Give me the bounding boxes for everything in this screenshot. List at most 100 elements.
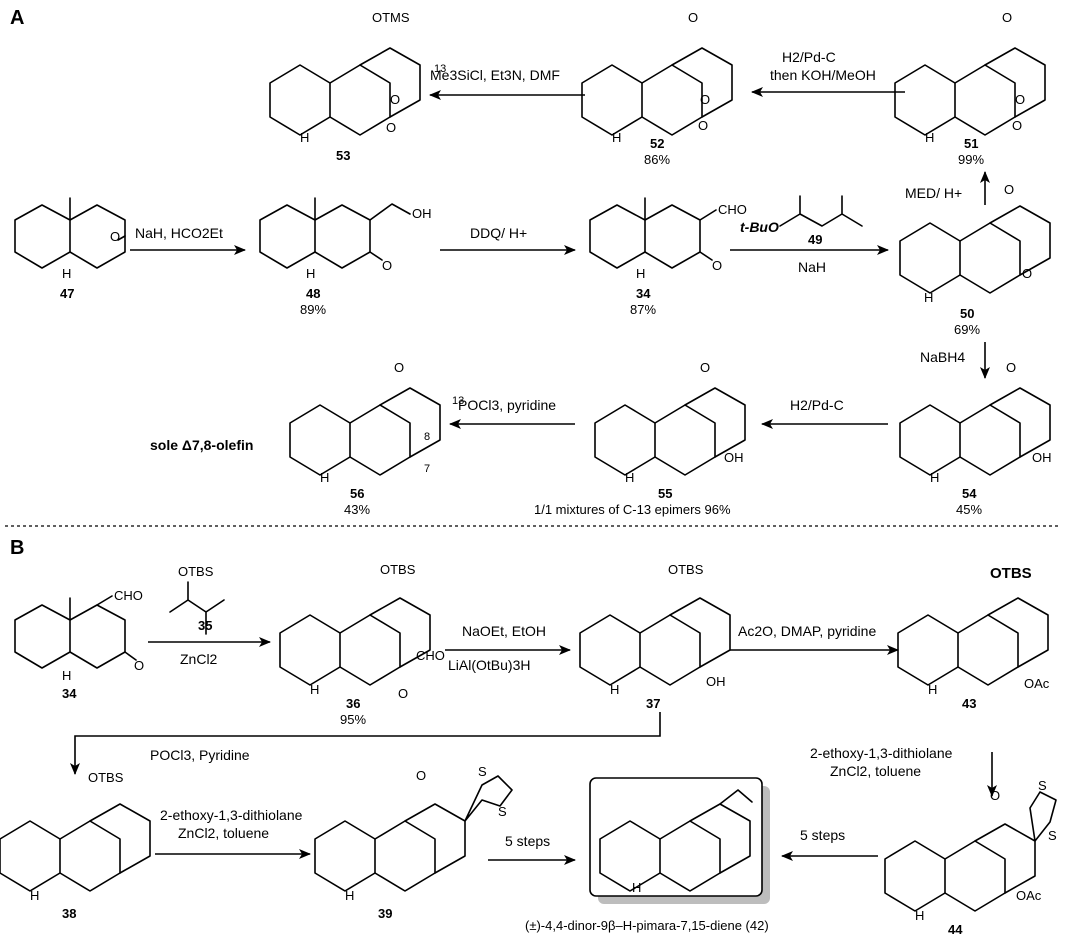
reagent-51-52-l1: H2/Pd-C [782,49,836,65]
atom-s2-44: S [1048,828,1057,843]
atom-h-34a: H [636,266,645,281]
atom-8-56: 8 [424,431,430,443]
atom-13-53: 13 [434,63,446,75]
compound-number-44: 44 [948,922,963,937]
atom-o-34b: O [134,658,144,673]
atom-cho-34a: CHO [718,202,747,217]
reagent-37-43: Ac2O, DMAP, pyridine [738,623,876,639]
reagent-36-37-l2: LiAl(OtBu)3H [448,657,530,673]
reagent-47-48: NaH, HCO2Et [135,225,223,241]
atom-h-56: H [320,470,329,485]
atom-o-52c: O [698,118,708,133]
atom-oh-55: OH [724,450,744,465]
compound-number-34-b: 34 [62,686,77,701]
atom-o-39: O [416,768,426,783]
compound-number-54: 54 [962,486,977,501]
compound-56: O 13 8 7 H 56 43% [289,360,464,517]
atom-13-56: 13 [452,395,464,407]
atom-h-42: H [632,880,641,895]
atom-o-53c: O [386,120,396,135]
reagent-49-number: 49 [808,232,822,247]
dithiolane-39 [464,775,513,822]
reagent-37-38: POCl3, Pyridine [150,747,250,763]
compound-54: O OH H 54 45% [899,360,1052,517]
compound-number-50: 50 [960,306,974,321]
compound-34-b: CHO O H 34 [14,588,144,701]
reagent-50-54: NaBH4 [920,349,965,365]
atom-otbs-43: OTBS [990,565,1032,582]
reagent-52-53: Me3SiCl, Et3N, DMF [430,67,560,83]
vinyl-42 [719,789,753,805]
atom-otbs-36: OTBS [380,562,416,577]
yield-50: 69% [954,322,980,337]
reagent-51-52-l2: then KOH/MeOH [770,67,876,83]
compound-number-36: 36 [346,696,360,711]
reagent-49-structure [779,195,863,227]
atom-h-34b: H [62,668,71,683]
reagent-49-tbuo: t-BuO [740,219,779,235]
panel-label-a: A [10,7,24,29]
compound-number-34-a: 34 [636,286,651,301]
compound-number-53: 53 [336,148,350,163]
atom-7-56: 7 [424,463,430,475]
compound-50: O O H 50 69% [899,182,1051,337]
reagent-34-50-base: NaH [798,259,826,275]
atom-oh-37: OH [706,674,726,689]
reagent-35-structure: OTBS 35 [169,564,225,635]
atom-h-47: H [62,266,71,281]
atom-o-51c: O [1012,118,1022,133]
compound-number-43: 43 [962,696,976,711]
compound-42-name: (±)-4,4-dinor-9β–H-pimara-7,15-diene (42… [525,918,769,933]
atom-o-54: O [1006,360,1016,375]
atom-h-38: H [30,888,39,903]
compound-34-a: CHO O H 34 87% [589,197,747,317]
atom-h-36: H [310,682,319,697]
atom-o-34a: O [712,258,722,273]
atom-o-44: O [990,788,1000,803]
atom-o-47: O [110,229,120,244]
yield-48: 89% [300,302,326,317]
compound-52: O O O H 52 86% [581,10,733,167]
reagent-43-44-l1: 2-ethoxy-1,3-dithiolane [810,745,953,761]
atom-o-52b: O [700,92,710,107]
atom-h-54: H [930,470,939,485]
atom-oh-48: OH [412,206,432,221]
compound-number-48: 48 [306,286,320,301]
atom-h-53: H [300,130,309,145]
compound-43: OTBS OAc H 43 [897,565,1050,711]
arrow-37-38 [70,712,661,775]
reagent-50-51: MED/ H+ [905,185,962,201]
atom-o-53b: O [390,92,400,107]
atom-h-52: H [612,130,621,145]
atom-cho-36: CHO [416,648,445,663]
yield-54: 45% [956,502,982,517]
panel-label-b: B [10,537,24,559]
compound-number-47: 47 [60,286,74,301]
reagent-34-36: ZnCl2 [180,651,218,667]
compound-55: O OH H 55 1/1 mixtures of C-13 epimers 9… [534,360,746,517]
reagent-38-39-l1: 2-ethoxy-1,3-dithiolane [160,807,303,823]
atom-o-55: O [700,360,710,375]
reagent-38-39-l2: ZnCl2, toluene [178,825,269,841]
atom-h-50: H [924,290,933,305]
atom-oac-44: OAc [1016,888,1042,903]
compound-39: O S S H 39 [314,764,513,921]
compound-47: O H 47 [14,197,126,301]
reagent-48-34: DDQ/ H+ [470,225,527,241]
reagent-39-42: 5 steps [505,833,550,849]
dithiolane-44 [1029,791,1057,842]
compound-53: OTMS 13 O O H 53 [269,10,446,163]
atom-s1-39: S [478,764,487,779]
compound-number-56: 56 [350,486,364,501]
atom-h-44: H [915,908,924,923]
reagent-43-44-l2: ZnCl2, toluene [830,763,921,779]
atom-h-55: H [625,470,634,485]
atom-otbs-38: OTBS [88,770,124,785]
compound-number-52: 52 [650,136,664,151]
yield-55: 1/1 mixtures of C-13 epimers 96% [534,502,731,517]
reagent-36-37-l1: NaOEt, EtOH [462,623,546,639]
reagent-35-number: 35 [198,618,212,633]
atom-h-37: H [610,682,619,697]
atom-o-50a: O [1004,182,1014,197]
